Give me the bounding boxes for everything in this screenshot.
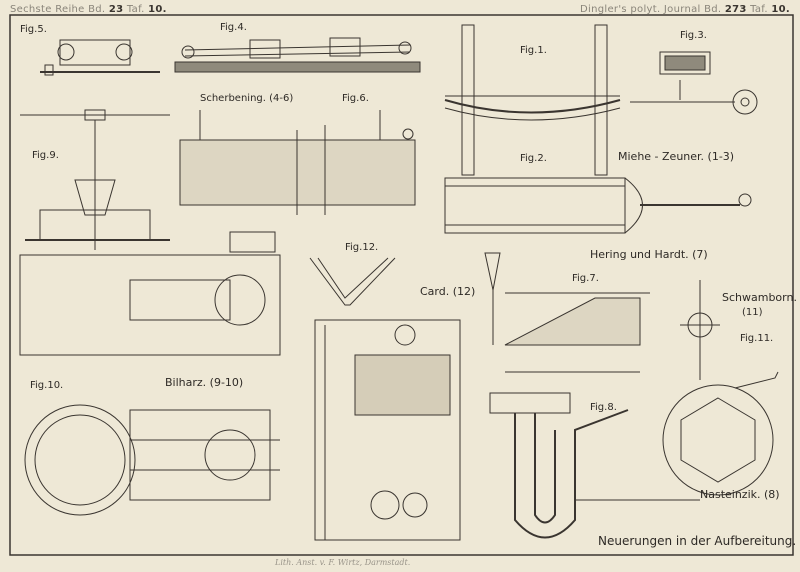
fig4-drawing <box>174 37 421 73</box>
bilharz-label: Bilharz. (9-10) <box>165 376 244 389</box>
fig5-drawing <box>40 39 160 76</box>
fig8-drawing <box>489 392 700 539</box>
fig7-drawing <box>484 252 650 373</box>
journal-name: Dingler's polyt. Journal Bd. <box>580 4 722 15</box>
journal-plate-prefix: Taf. <box>750 4 768 15</box>
plate-border <box>9 14 794 556</box>
fig10-label: Fig.10. <box>30 380 64 391</box>
fig10-drawing <box>24 404 280 516</box>
fig12-label: Fig.12. <box>345 242 379 253</box>
fig11-drawing <box>662 280 779 496</box>
fig4-label: Fig.4. <box>220 22 247 33</box>
fig9-drawing <box>19 109 281 356</box>
fig7-label: Fig.7. <box>572 273 599 284</box>
schwamborn-ref: (11) <box>742 307 763 318</box>
card-label: Card. (12) <box>420 285 476 298</box>
header-volume: 23 <box>108 4 124 15</box>
header-plate-prefix: Taf. <box>126 4 145 15</box>
fig6-drawing <box>179 110 416 215</box>
fig3-drawing <box>630 51 758 115</box>
fig9-label: Fig.9. <box>32 150 59 161</box>
miehe-zeuner-label: Miehe - Zeuner. (1-3) <box>618 150 735 163</box>
header-left: Sechste Reihe Bd. 23 Taf. 10. <box>10 4 167 15</box>
plate-title: Neuerungen in der Aufbereitung. <box>598 534 797 548</box>
header-plate: 10. <box>148 4 167 15</box>
fig3-label: Fig.3. <box>680 30 707 41</box>
journal-plate: 10. <box>771 4 790 15</box>
fig8-label: Fig.8. <box>590 402 617 413</box>
journal-volume: 273 <box>724 4 747 15</box>
fig5-label: Fig.5. <box>20 24 47 35</box>
fig6-label: Fig.6. <box>342 93 369 104</box>
header-series: Sechste Reihe Bd. <box>10 4 106 15</box>
scherbening-label: Scherbening. (4-6) <box>200 93 294 104</box>
fig1-drawing <box>444 24 621 176</box>
fig1-label: Fig.1. <box>520 45 547 56</box>
nasteinzik-label: Nasteinzik. (8) <box>700 488 780 501</box>
schwamborn-label: Schwamborn. <box>722 291 797 304</box>
lithographer-credit: Lith. Anst. v. F. Wirtz, Darmstadt. <box>275 558 411 567</box>
fig11-label: Fig.11. <box>740 333 774 344</box>
fig12-drawing <box>309 257 461 541</box>
fig2-drawing <box>444 177 752 234</box>
fig2-label: Fig.2. <box>520 153 547 164</box>
header-right: Dingler's polyt. Journal Bd. 273 Taf. 10… <box>580 4 790 15</box>
hering-hardt-label: Hering und Hardt. (7) <box>590 248 708 261</box>
